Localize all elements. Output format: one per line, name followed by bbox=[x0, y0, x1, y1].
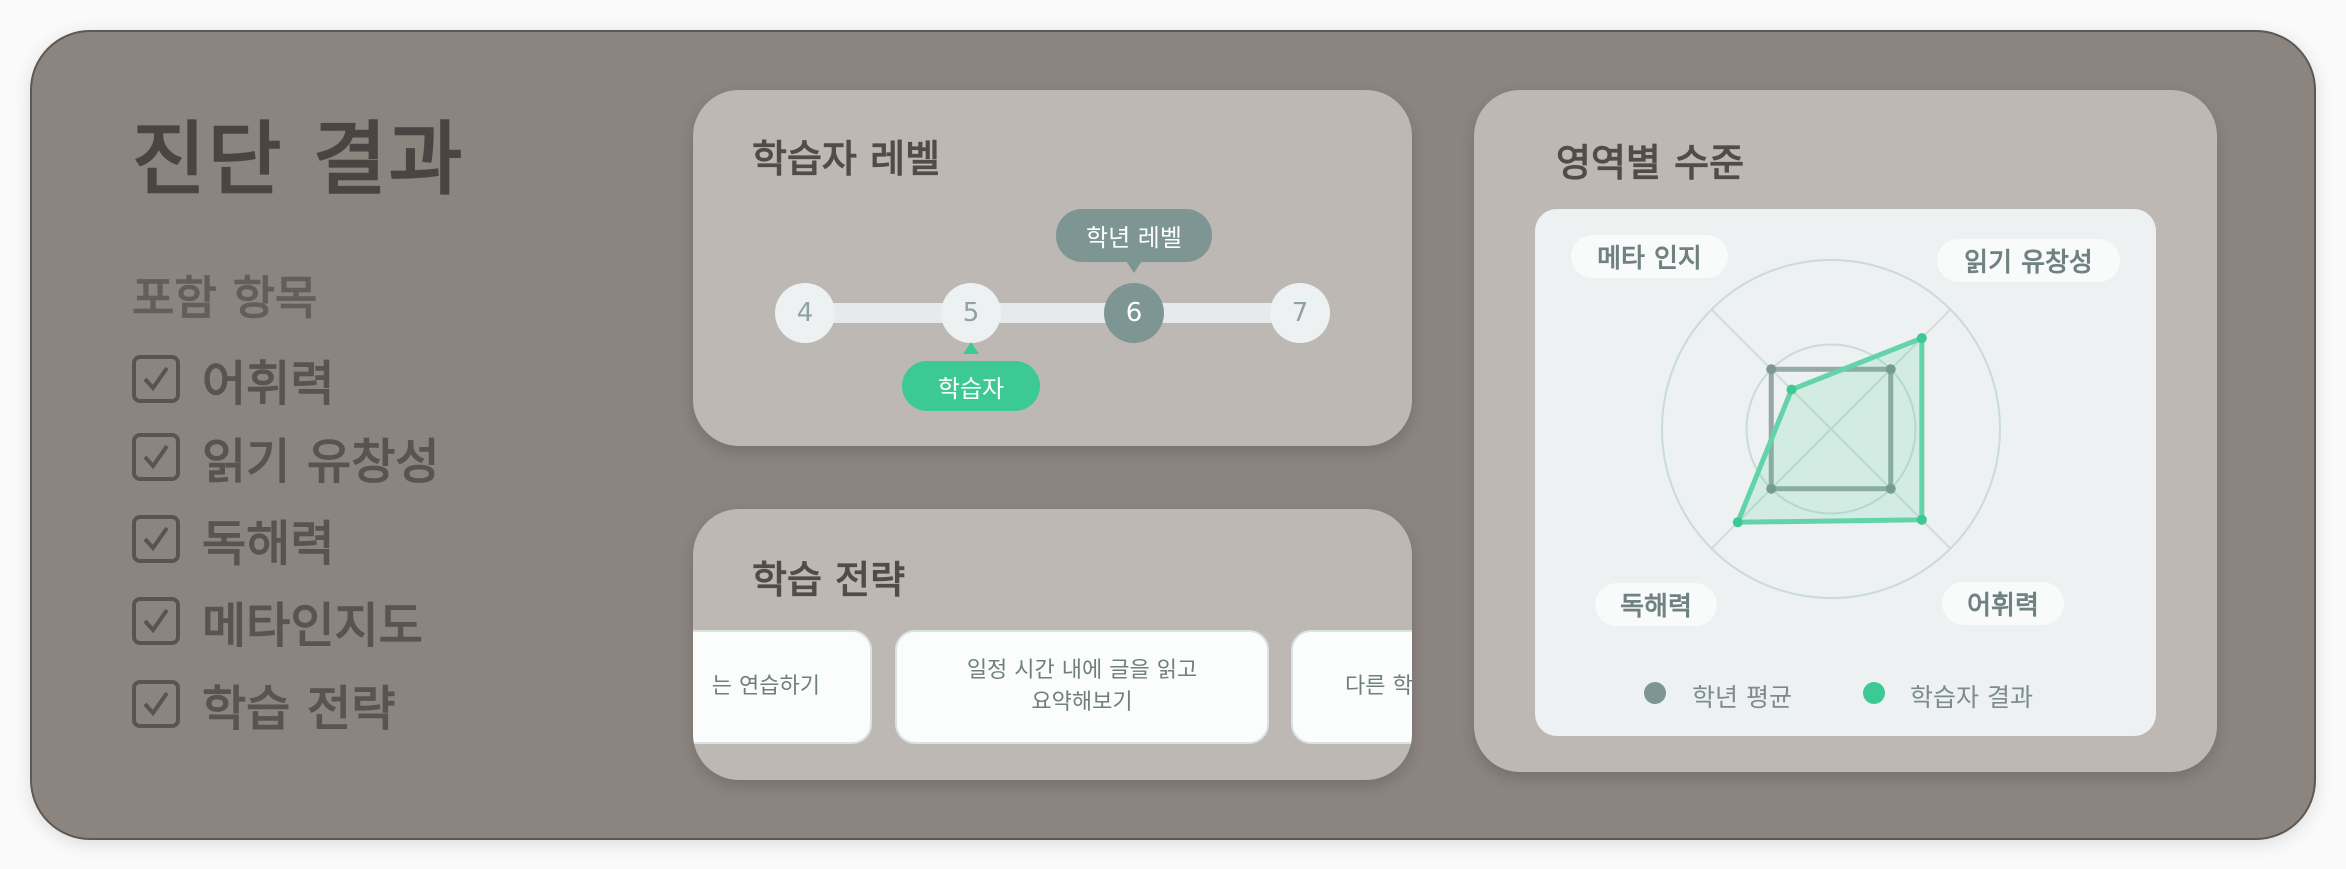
grade-level-label: 학년 레벨 bbox=[1086, 224, 1182, 252]
axis-label-text: 독해력 bbox=[1620, 592, 1692, 622]
included-item-label: 학습 전략 bbox=[202, 681, 396, 737]
axis-label-vocabulary: 어휘력 bbox=[1942, 582, 2064, 625]
included-item: 메타인지도 bbox=[132, 586, 423, 656]
axis-label-comprehension: 독해력 bbox=[1595, 583, 1717, 626]
area-level-title: 영역별 수준 bbox=[1556, 141, 1745, 185]
level-track bbox=[805, 303, 1300, 323]
radar-point bbox=[1766, 483, 1777, 494]
radar-panel bbox=[1535, 209, 2156, 736]
checkbox-checked-icon bbox=[132, 355, 180, 403]
legend-grade: 학년 평균 bbox=[1692, 683, 1792, 712]
grade-level-bubble: 학년 레벨 bbox=[1056, 209, 1212, 262]
radar-ring bbox=[1661, 259, 2001, 599]
checkbox-checked-icon bbox=[132, 680, 180, 728]
radar-ring bbox=[1745, 343, 1917, 515]
strategy-item[interactable]: 는 연습하기 bbox=[693, 630, 872, 744]
strategy-text: 는 연습하기 bbox=[711, 674, 820, 699]
included-item: 독해력 bbox=[132, 504, 334, 574]
checkbox-checked-icon bbox=[132, 433, 180, 481]
grade-bubble-pointer bbox=[1126, 261, 1142, 281]
included-heading: 포함 항목 bbox=[132, 271, 318, 325]
learner-level-card: 학습자 레벨 bbox=[693, 90, 1412, 446]
learner-bubble-pointer bbox=[963, 342, 979, 354]
included-item-label: 어휘력 bbox=[202, 356, 335, 412]
radar-point bbox=[1916, 333, 1927, 344]
included-item-label: 읽기 유창성 bbox=[202, 434, 440, 490]
radar-point bbox=[1786, 384, 1797, 395]
included-item: 어휘력 bbox=[132, 344, 334, 414]
axis-label-meta: 메타 인지 bbox=[1571, 235, 1728, 278]
legend-learner-dot bbox=[1863, 682, 1885, 704]
strategy-text: 일정 시간 내에 글을 읽고 요약해보기 bbox=[966, 658, 1198, 715]
included-item: 읽기 유창성 bbox=[132, 422, 440, 492]
level-node-5: 5 bbox=[941, 283, 1001, 343]
included-item: 학습 전략 bbox=[132, 669, 395, 739]
level-node-6: 6 bbox=[1104, 283, 1164, 343]
legend-learner: 학습자 결과 bbox=[1910, 683, 2033, 712]
radar-point bbox=[1732, 517, 1743, 528]
axis-label-text: 어휘력 bbox=[1967, 591, 2039, 621]
radar-point bbox=[1766, 364, 1777, 375]
page-title: 진단 결과 bbox=[132, 113, 465, 206]
strategy-title: 학습 전략 bbox=[752, 558, 906, 602]
checkbox-checked-icon bbox=[132, 597, 180, 645]
axis-label-fluency: 읽기 유창성 bbox=[1937, 239, 2120, 282]
radar-series-learner bbox=[1734, 334, 1925, 525]
included-item-label: 메타인지도 bbox=[202, 598, 423, 654]
radar-point bbox=[1885, 483, 1896, 494]
checkbox-checked-icon bbox=[132, 515, 180, 563]
axis-label-text: 메타 인지 bbox=[1597, 244, 1702, 274]
included-item-label: 독해력 bbox=[202, 516, 335, 572]
strategy-text: 다른 학 bbox=[1345, 674, 1412, 699]
strategy-card: 학습 전략 는 연습하기 일정 시간 내에 글을 읽고 요약해보기 다른 학 bbox=[693, 509, 1412, 780]
radar-point bbox=[1885, 364, 1896, 375]
learner-level-title: 학습자 레벨 bbox=[752, 137, 941, 181]
strategy-item[interactable]: 일정 시간 내에 글을 읽고 요약해보기 bbox=[895, 630, 1269, 744]
radar-point bbox=[1916, 514, 1927, 525]
learner-label: 학습자 bbox=[937, 374, 1005, 403]
legend-grade-dot bbox=[1644, 682, 1666, 704]
level-node-4: 4 bbox=[775, 283, 835, 343]
learner-bubble: 학습자 bbox=[902, 361, 1040, 411]
axis-label-text: 읽기 유창성 bbox=[1964, 248, 2093, 278]
level-node-7: 7 bbox=[1270, 283, 1330, 343]
strategy-item[interactable]: 다른 학 bbox=[1291, 630, 1412, 744]
